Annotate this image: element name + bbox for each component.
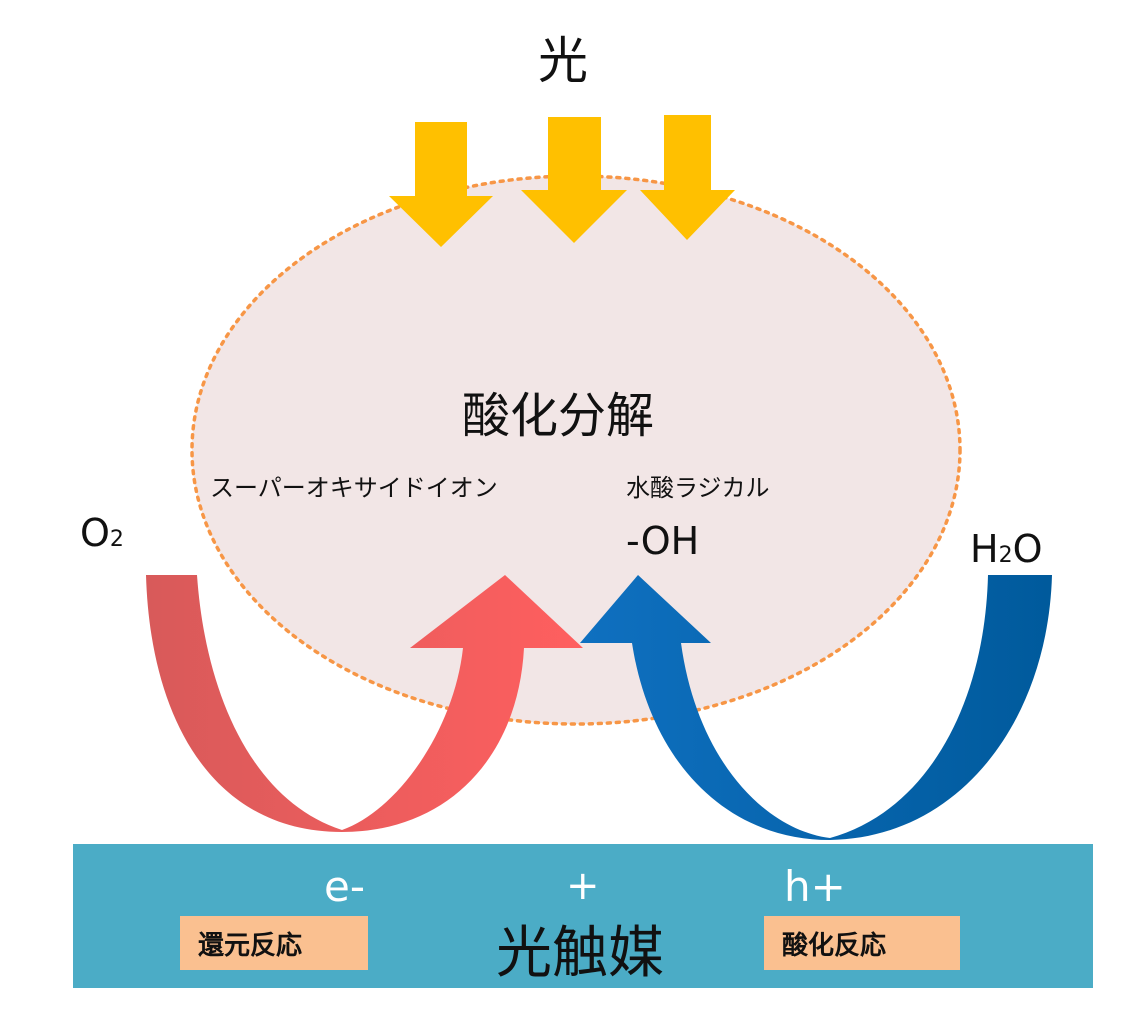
- light-arrow-icon: [521, 117, 627, 243]
- oxygen-symbol: O: [80, 511, 110, 555]
- reduction-reaction-badge: 還元反応: [180, 916, 368, 970]
- hole-label: h+: [784, 862, 846, 911]
- oxygen-label: O2: [80, 514, 124, 552]
- water-hydrogen: H: [970, 527, 999, 571]
- superoxide-ion-label: スーパーオキサイドイオン: [210, 474, 498, 502]
- water-label: H2O: [970, 530, 1043, 568]
- light-arrow-icon: [640, 115, 735, 240]
- oxidation-curved-arrow-icon: [580, 575, 1052, 840]
- light-label: 光: [538, 32, 588, 90]
- light-arrow-icon: [389, 122, 493, 247]
- water-subscript: 2: [998, 543, 1013, 568]
- hydroxyl-formula-label: -OH: [626, 519, 700, 563]
- oxygen-subscript: 2: [109, 527, 124, 552]
- oxidative-decomposition-label: 酸化分解: [462, 388, 655, 444]
- oxidation-reaction-badge: 酸化反応: [764, 916, 960, 970]
- hydroxyl-radical-label: 水酸ラジカル: [626, 474, 770, 502]
- electron-label: e-: [324, 862, 365, 911]
- reduction-curved-arrow-icon: [146, 575, 583, 832]
- plus-label: +: [566, 863, 600, 909]
- oxidation-reaction-label: 酸化反応: [782, 930, 887, 961]
- water-oxygen: O: [1012, 527, 1043, 571]
- reduction-reaction-label: 還元反応: [198, 930, 303, 961]
- photocatalyst-label: 光触媒: [496, 921, 664, 986]
